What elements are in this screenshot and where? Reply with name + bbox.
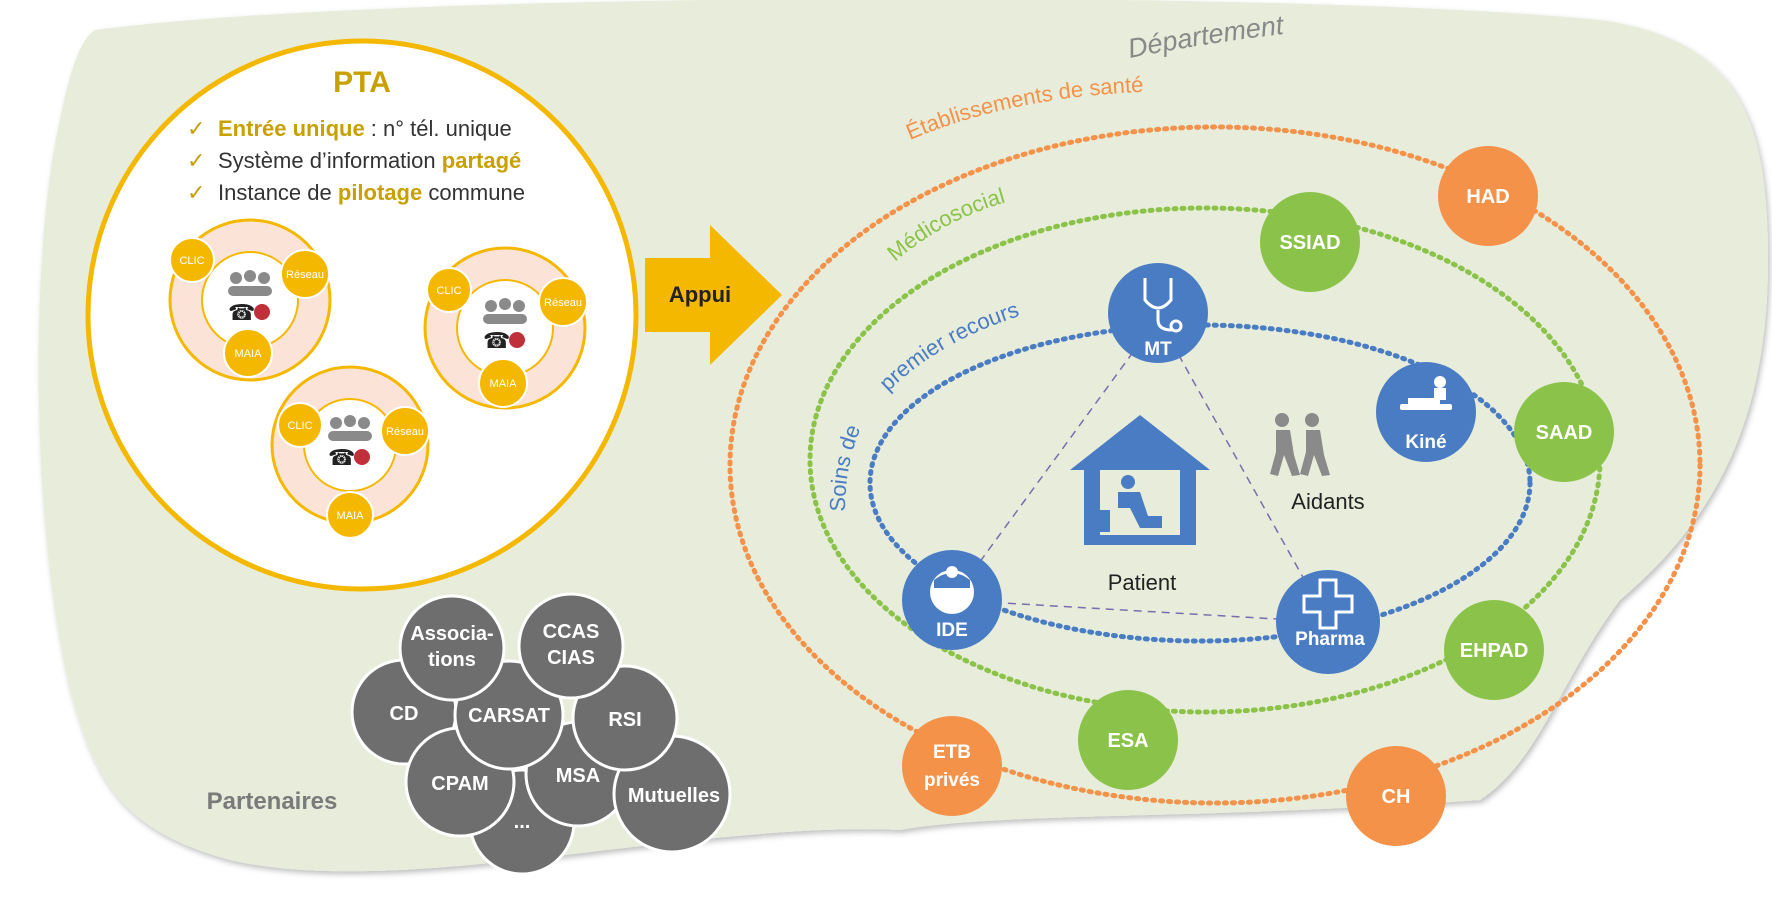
- node-ssiad: SSIAD: [1260, 192, 1360, 292]
- reading-person-icon: [1098, 475, 1162, 532]
- pta-group: PTA ✓ Entrée unique : n° tél. unique ✓ S…: [85, 38, 639, 592]
- prives-label: privés: [924, 770, 980, 791]
- reseau-label: Réseau: [286, 269, 324, 281]
- node-kine: Kiné: [1376, 362, 1476, 462]
- pta-item-3: Instance de pilotage commune: [218, 180, 525, 205]
- clic-badge: [169, 237, 215, 283]
- reseau-badge: [380, 406, 430, 456]
- network-icon: [354, 449, 370, 465]
- maia-badge: [223, 328, 273, 378]
- people-icon: [228, 270, 272, 296]
- patient-label: Patient: [1108, 570, 1177, 595]
- node-saad: SAAD: [1514, 382, 1614, 482]
- reseau-label: Réseau: [544, 297, 582, 309]
- clic-label: CLIC: [179, 255, 204, 267]
- ehpad-label: EHPAD: [1460, 640, 1529, 662]
- pta-check-2: ✓: [187, 148, 205, 173]
- pta-check-3: ✓: [187, 180, 205, 205]
- partner-associations-line2: tions: [428, 649, 476, 671]
- reseau-label: Réseau: [386, 426, 424, 438]
- people-icon: [483, 298, 527, 324]
- ring-etablissements: [727, 124, 1703, 806]
- node-ehpad: EHPAD: [1444, 600, 1544, 700]
- phone-icon: ☎: [228, 300, 255, 325]
- esa-label: ESA: [1107, 730, 1148, 752]
- network-icon: [254, 304, 270, 320]
- ide-label: IDE: [936, 620, 968, 641]
- partners-cluster: Associa- tions CCAS CIAS CD CARSAT RSI C…: [350, 592, 732, 876]
- stethoscope-icon: [1143, 278, 1183, 333]
- maia-label: MAIA: [490, 378, 518, 390]
- maia-badge: [326, 491, 374, 539]
- physiotherapy-icon: [1400, 376, 1452, 410]
- arrow-icon: [645, 225, 782, 365]
- aidants-group: Aidants: [1270, 413, 1365, 514]
- node-had: HAD: [1438, 146, 1538, 246]
- partner-rsi: [571, 664, 679, 772]
- nurse-cap-icon: [930, 566, 974, 614]
- partner-cd-label: CD: [390, 703, 419, 725]
- ssiad-label: SSIAD: [1279, 232, 1340, 254]
- appui-label: Appui: [669, 282, 731, 307]
- reseau-badge: [280, 249, 330, 299]
- partner-more-label: ...: [514, 811, 531, 833]
- pta-cluster-2: ☎ CLIC Réseau MAIA: [423, 246, 588, 410]
- had-label: HAD: [1466, 186, 1509, 208]
- pta-cluster-3: ☎ CLIC Réseau MAIA: [270, 365, 430, 539]
- pta-title: PTA: [333, 66, 391, 99]
- partner-ccas: [517, 592, 625, 700]
- partner-carsat-label: CARSAT: [468, 705, 550, 727]
- mt-label: MT: [1144, 339, 1172, 360]
- pharma-label: Pharma: [1295, 629, 1365, 650]
- phone-icon: ☎: [328, 445, 355, 470]
- saad-label: SAAD: [1536, 422, 1593, 444]
- care-triangle: [951, 317, 1329, 623]
- pharmacy-cross-icon: [1302, 578, 1354, 630]
- walking-people-icon: [1270, 413, 1330, 476]
- pta-check-1: ✓: [187, 116, 205, 141]
- kine-label: Kiné: [1405, 432, 1446, 453]
- network-icon: [509, 332, 525, 348]
- node-ch: CH: [1346, 746, 1446, 846]
- maia-label: MAIA: [235, 348, 263, 360]
- clic-badge: [277, 402, 323, 448]
- aidants-label: Aidants: [1291, 489, 1364, 514]
- partner-associations-line1: Associa-: [410, 623, 493, 645]
- clic-label: CLIC: [287, 420, 312, 432]
- pta-item-1: Entrée unique : n° tél. unique: [218, 116, 512, 141]
- partner-associations: [398, 594, 506, 702]
- people-icon: [328, 415, 372, 441]
- pta-item-2: Système d’information partagé: [218, 148, 521, 173]
- etb-label: ETB: [933, 742, 971, 763]
- partner-msa-label: MSA: [556, 765, 600, 787]
- appui-arrow: Appui: [645, 225, 782, 365]
- phone-icon: ☎: [483, 328, 510, 353]
- maia-label: MAIA: [337, 510, 365, 522]
- partner-rsi-label: RSI: [608, 709, 641, 731]
- pta-circle: [85, 38, 639, 592]
- node-etb-prives: ETB privés: [902, 716, 1002, 816]
- partner-ccas-line1: CCAS: [543, 621, 600, 643]
- clic-label: CLIC: [436, 285, 461, 297]
- patient-home: Patient: [1070, 415, 1210, 595]
- reseau-badge: [538, 277, 588, 327]
- clic-badge: [426, 267, 472, 313]
- node-mt: MT: [1108, 263, 1208, 363]
- pta-cluster-1: ☎ CLIC Réseau MAIA: [168, 218, 332, 382]
- node-ide: IDE: [902, 550, 1002, 650]
- maia-badge: [478, 358, 528, 408]
- partners-label: Partenaires: [207, 788, 338, 815]
- ch-label: CH: [1382, 786, 1411, 808]
- partner-cpam-label: CPAM: [431, 773, 488, 795]
- node-pharma: Pharma: [1276, 570, 1380, 674]
- node-esa: ESA: [1078, 690, 1178, 790]
- partner-mutuelles-label: Mutuelles: [628, 785, 720, 807]
- partner-ccas-line2: CIAS: [547, 647, 595, 669]
